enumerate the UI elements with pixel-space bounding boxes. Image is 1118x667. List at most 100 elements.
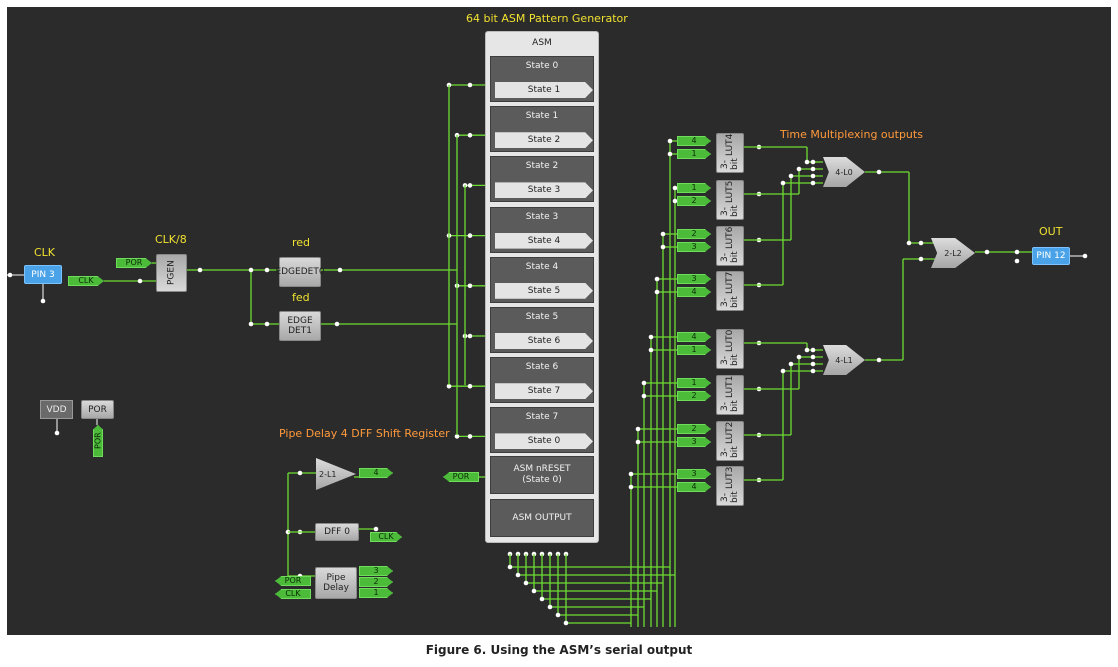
wire-node — [334, 321, 340, 327]
lut-name: LUT2 — [725, 422, 735, 445]
wire-node — [918, 240, 924, 246]
wire-node — [454, 434, 460, 439]
asm-state-name: State 7 — [525, 412, 559, 423]
asm-next-state-button[interactable]: State 4 — [495, 232, 593, 249]
lut-input-tag: 4 — [677, 287, 711, 297]
asm-nreset-line2: (State 0) — [522, 475, 562, 485]
lut-name: LUT3 — [725, 467, 735, 490]
lut-input-tag: 4 — [677, 482, 711, 492]
wire-node — [515, 572, 521, 578]
wire-node — [796, 166, 802, 172]
asm-nreset-block[interactable]: ASM nRESET (State 0) — [490, 456, 594, 494]
lut-kind: 3-bit — [720, 251, 740, 264]
asm-nreset-line1: ASM nRESET — [513, 464, 571, 474]
wire-layer — [7, 82, 1088, 627]
wire-node — [563, 620, 569, 626]
edge-det0-block[interactable]: EDGE DET0 — [275, 257, 325, 287]
wire-node — [641, 380, 647, 386]
lut-kind: 3-bit — [720, 205, 740, 218]
asm-state-name: State 1 — [525, 111, 559, 122]
lut-kind: 3-bit — [720, 158, 740, 171]
wire-node — [667, 138, 673, 144]
asm-state-name: State 5 — [525, 312, 559, 322]
wire-node — [810, 361, 816, 367]
asm-next-state-button[interactable]: State 2 — [495, 132, 593, 149]
wire-node — [373, 526, 379, 532]
edge-det1-block[interactable]: EDGE DET1 — [279, 311, 321, 341]
asm-next-state-button[interactable]: State 3 — [495, 182, 593, 199]
wire-node — [672, 185, 678, 191]
lut-name: LUT4 — [725, 134, 735, 157]
wire-node — [810, 354, 816, 360]
asm-state[interactable]: State 7 State 0 — [490, 407, 594, 454]
wire-node — [648, 334, 654, 340]
wire-node — [40, 298, 46, 304]
asm-state[interactable]: State 6 State 7 — [490, 357, 594, 404]
wire-node — [1082, 253, 1088, 259]
lut-input-tag: 2 — [677, 424, 711, 434]
wire-node — [876, 357, 882, 363]
wire-node — [667, 151, 673, 157]
pipe-title-label: Pipe Delay 4 DFF Shift Register — [279, 427, 450, 440]
wire-node — [810, 166, 816, 172]
wire-node — [780, 368, 786, 374]
wire-node — [672, 198, 678, 204]
wire-node — [467, 283, 473, 289]
asm-state[interactable]: State 2 State 3 — [490, 156, 594, 203]
wire-node — [804, 159, 810, 165]
pipe-clk-tag: CLK — [275, 589, 311, 599]
wire-node — [660, 244, 666, 250]
lut-input-tag: 3 — [677, 469, 711, 479]
wire-node — [467, 183, 473, 188]
lut-input-tag: 3 — [677, 242, 711, 252]
pipe-delay-block[interactable]: Pipe Delay — [315, 567, 357, 599]
edge-det1-line2: DET1 — [288, 326, 312, 336]
pin12-block[interactable]: PIN 12 — [1032, 247, 1070, 265]
wire-node — [197, 267, 203, 273]
time-mux-label: Time Multiplexing outputs — [780, 128, 923, 141]
red-label: red — [292, 236, 311, 249]
asm-state[interactable]: State 5 State 6 — [490, 307, 594, 353]
schematic-canvas[interactable]: 64 bit ASM Pattern Generator CLK CLK/8 r… — [7, 7, 1111, 635]
asm-next-state-button[interactable]: State 7 — [495, 383, 593, 400]
lut-input-tag: 1 — [677, 149, 711, 159]
wire-node — [507, 564, 513, 570]
pgen-block[interactable]: PGEN — [156, 254, 187, 292]
asm-next-state-button[interactable]: State 0 — [495, 433, 593, 450]
asm-next-state-button[interactable]: State 1 — [495, 82, 593, 98]
wire-node — [788, 361, 794, 367]
wire-node — [906, 240, 912, 246]
asm-state-name: State 3 — [525, 211, 559, 222]
lut-input-tag: 1 — [677, 345, 711, 355]
asm-state-name: State 2 — [525, 161, 559, 172]
asm-next-state-button[interactable]: State 5 — [495, 282, 593, 299]
wire-node — [641, 393, 647, 399]
asm-state[interactable]: State 3 State 4 — [490, 206, 594, 253]
dff0-block[interactable]: DFF 0 — [315, 523, 359, 541]
wire-node — [810, 368, 816, 374]
por-block[interactable]: POR — [81, 400, 114, 419]
wire-node — [297, 470, 303, 476]
asm-next-state-button[interactable]: State 6 — [495, 333, 593, 349]
pin3-block[interactable]: PIN 3 — [24, 265, 62, 284]
lut-input-tag: 3 — [677, 437, 711, 447]
asm-state-name: State 6 — [525, 362, 559, 373]
asm-state[interactable]: State 1 State 2 — [490, 106, 594, 153]
pipe-out2-tag: 2 — [359, 577, 393, 587]
asm-output-block[interactable]: ASM OUTPUT — [490, 499, 594, 537]
vdd-block[interactable]: VDD — [40, 400, 73, 419]
pipe-out1-tag: 1 — [359, 588, 393, 598]
clk-tag: CLK — [68, 276, 104, 286]
wire-node — [467, 132, 473, 138]
